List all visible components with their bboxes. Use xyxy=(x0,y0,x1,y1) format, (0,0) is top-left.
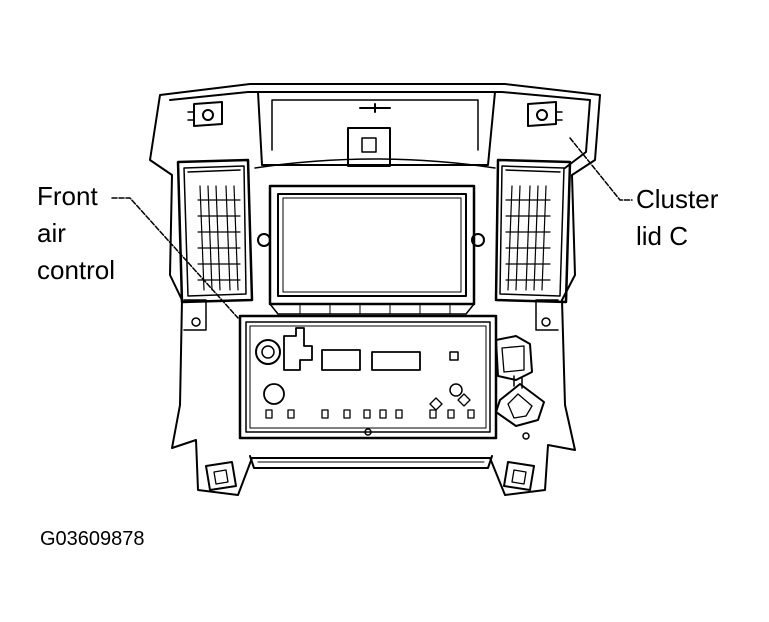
center-display xyxy=(268,184,476,315)
cluster-lid-c-leader xyxy=(569,137,633,201)
front-air-control-label-line-2: air xyxy=(37,218,66,248)
figure-code: G03609878 xyxy=(40,528,145,550)
cluster-lid-inner-edge xyxy=(169,91,591,169)
top-latch xyxy=(347,127,391,167)
cluster-lid-c-label: Cluster lid C xyxy=(636,181,718,255)
vent-hood-line xyxy=(254,158,496,169)
cluster-lid-c-label-line-2: lid C xyxy=(636,221,689,251)
cluster-lid-outline xyxy=(149,83,601,496)
lower-left-clip xyxy=(205,461,237,491)
right-air-vent xyxy=(471,158,572,304)
lower-shelf xyxy=(249,455,493,469)
front-air-control-label-line-1: Front xyxy=(37,181,98,211)
upper-left-clip xyxy=(187,101,223,127)
front-air-control-leader xyxy=(111,197,239,319)
cluster-lid-c-label-line-1: Cluster xyxy=(636,184,719,214)
connector-assembly xyxy=(495,335,545,440)
right-mount-tab xyxy=(535,299,559,331)
upper-right-clip xyxy=(527,101,563,127)
lower-right-clip xyxy=(503,461,535,491)
front-air-control-label-line-3: control xyxy=(37,255,116,285)
front-air-control-label: Front air control xyxy=(37,178,115,289)
front-air-control-panel xyxy=(238,314,498,440)
left-air-vent xyxy=(176,158,271,304)
left-mount-tab xyxy=(183,299,207,331)
